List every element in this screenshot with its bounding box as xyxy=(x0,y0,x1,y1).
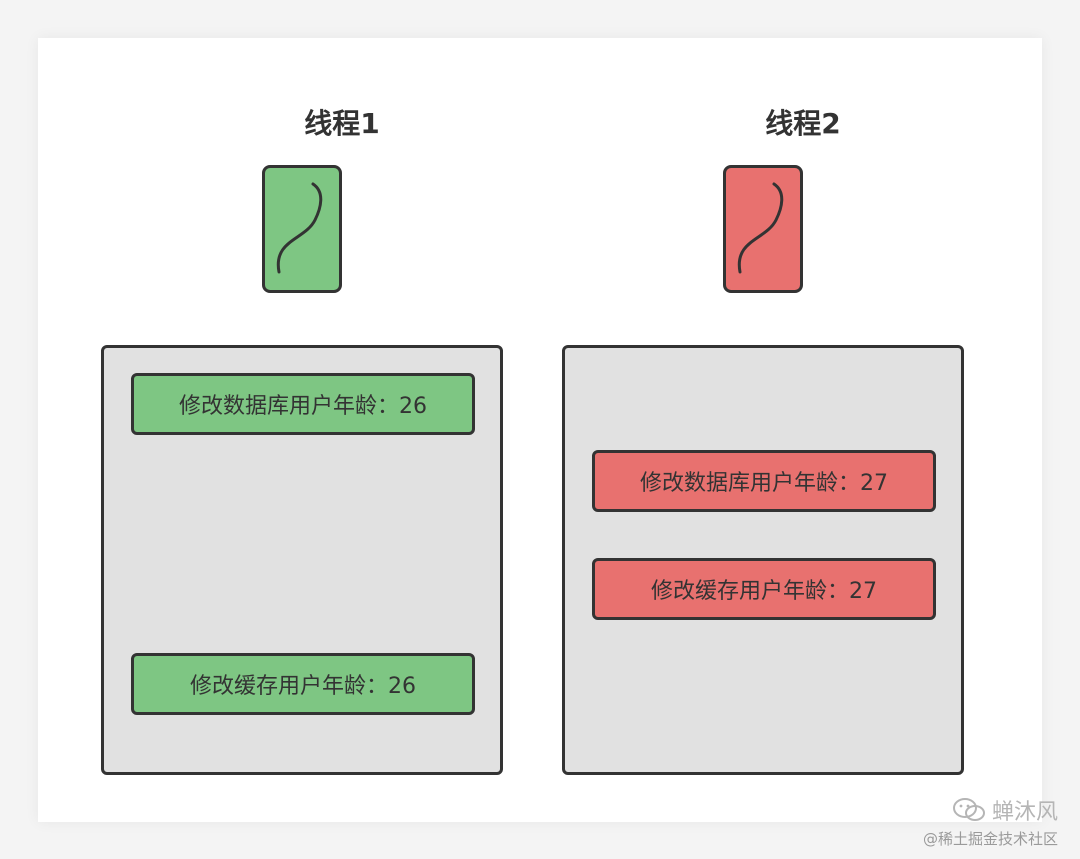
watermark-source: @稀土掘金技术社区 xyxy=(922,830,1058,848)
watermark-name: 蝉沐风 xyxy=(991,800,1058,825)
watermark: 蝉沐风 @稀土掘金技术社区 xyxy=(923,794,1058,849)
thread1-db-update: 修改数据库用户年龄：26 xyxy=(131,373,475,435)
thread1-panel: 修改数据库用户年龄：26 修改缓存用户年龄：26 xyxy=(101,345,503,775)
thread2-db-update: 修改数据库用户年龄：27 xyxy=(592,450,936,512)
thread1-wave-icon xyxy=(262,165,342,293)
diagram-card: 线程1 修改数据库用户年龄：26 修改缓存用户年龄：26 线程2 修改数据库用户… xyxy=(38,38,1042,822)
thread1-title: 线程1 xyxy=(304,107,380,140)
wechat-icon xyxy=(952,798,985,821)
thread2-title: 线程2 xyxy=(765,107,841,140)
thread1-cache-update: 修改缓存用户年龄：26 xyxy=(131,653,475,715)
thread2-cache-update: 修改缓存用户年龄：27 xyxy=(592,558,936,620)
thread2-panel: 修改数据库用户年龄：27 修改缓存用户年龄：27 xyxy=(562,345,964,775)
thread2-wave-icon xyxy=(723,165,803,293)
